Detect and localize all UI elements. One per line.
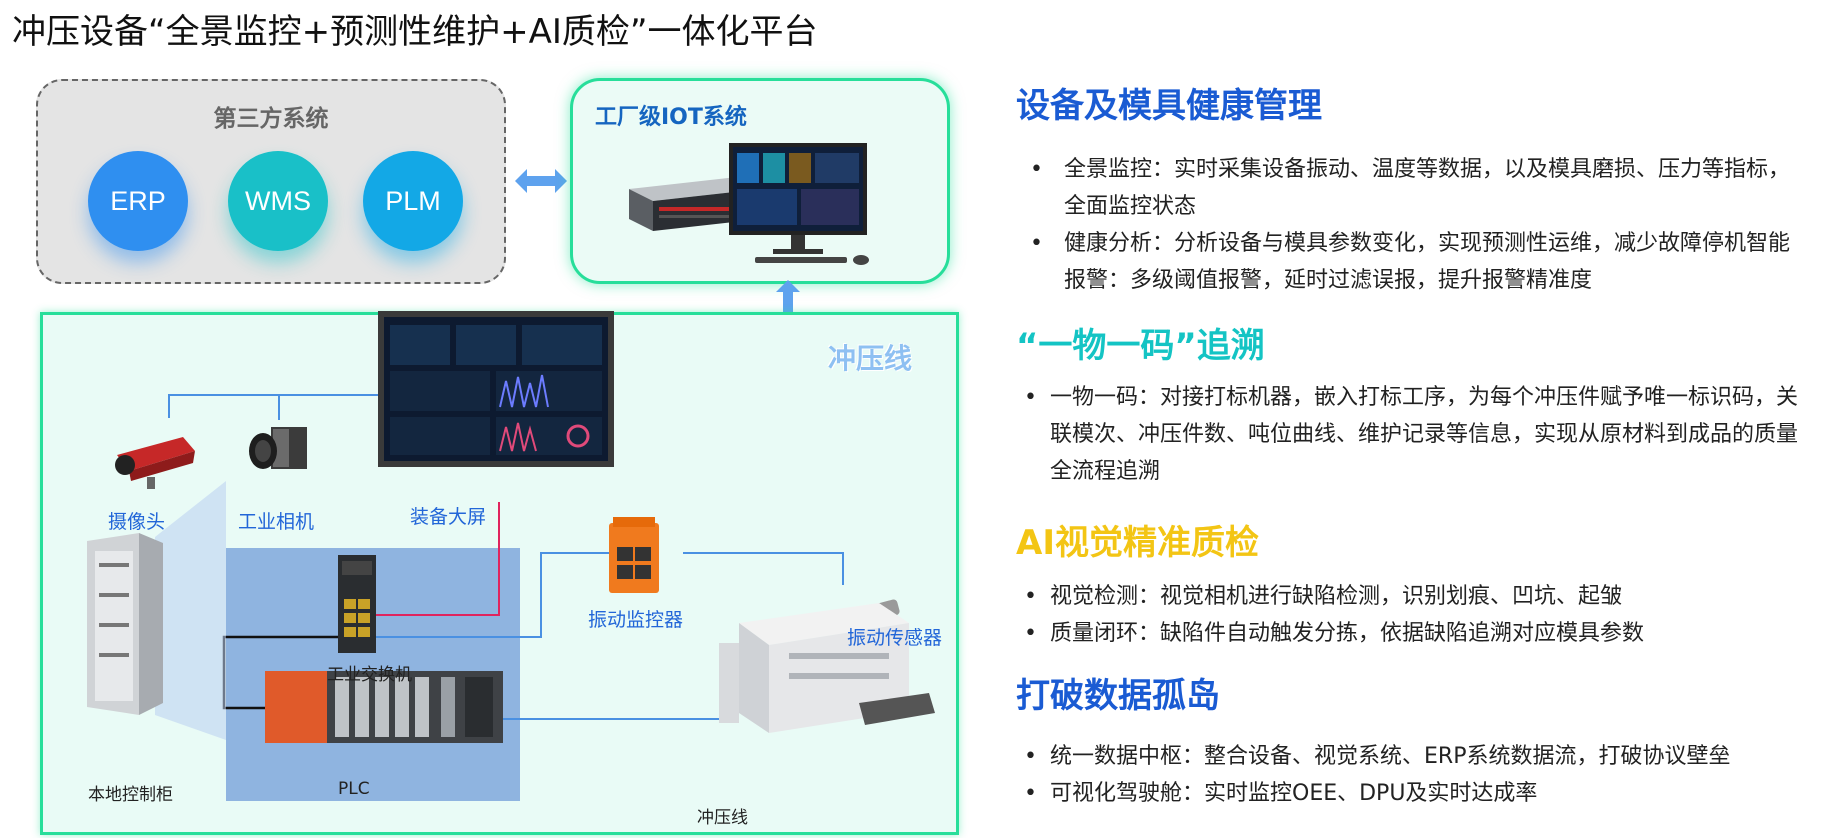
bullet-item: 视觉检测：视觉相机进行缺陷检测，识别划痕、凹坑、起皱 <box>1016 578 1806 615</box>
section-title-traceability: “一物一码”追溯 <box>1016 326 1265 366</box>
iot-title: 工厂级IOT系统 <box>595 105 747 130</box>
section-health-body: 全景监控：实时采集设备振动、温度等数据，以及模具磨损、压力等指标，全面监控状态 … <box>1016 151 1796 299</box>
stamping-line-box: 冲压线 <box>40 311 959 835</box>
bullet-item: 全景监控：实时采集设备振动、温度等数据，以及模具磨损、压力等指标，全面监控状态 <box>1016 151 1796 225</box>
third-party-systems-box: 第三方系统 ERP WMS PLM <box>36 79 506 284</box>
erp-circle: ERP <box>88 151 188 251</box>
bullet-item: 质量闭环：缺陷件自动触发分拣，依据缺陷追溯对应模具参数 <box>1016 615 1806 652</box>
vibration-sensor-label: 振动传感器 <box>847 627 943 649</box>
press-line-machine-icon <box>709 583 939 739</box>
section-title-health: 设备及模具健康管理 <box>1016 86 1322 126</box>
bullet-item: 统一数据中枢：整合设备、视觉系统、ERP系统数据流，打破协议壁垒 <box>1016 738 1806 775</box>
industrial-camera-icon <box>247 423 311 479</box>
page-title: 冲压设备“全景监控+预测性维护+AI质检”一体化平台 <box>12 12 818 52</box>
vibration-monitor-icon <box>603 517 665 595</box>
industrial-switch-icon <box>336 555 378 653</box>
cabinet-label: 本地控制柜 <box>88 785 173 805</box>
iot-system-box: 工厂级IOT系统 <box>570 78 950 284</box>
bullet-item: 健康分析：分析设备与模具参数变化，实现预测性运维，减少故障停机智能报警：多级阈值… <box>1016 225 1796 299</box>
stamping-line-title: 冲压线 <box>828 342 913 375</box>
server-monitor-icon <box>625 139 895 269</box>
vertical-bidirectional-arrow-icon <box>774 280 802 330</box>
press-line-label: 冲压线 <box>697 808 748 828</box>
section-title-ai-inspection: AI视觉精准质检 <box>1016 523 1259 563</box>
section-title-data-silos: 打破数据孤岛 <box>1016 676 1220 716</box>
camera-label: 摄像头 <box>108 511 166 533</box>
bidirectional-arrow-icon <box>515 167 567 195</box>
switch-label: 工业交换机 <box>327 665 412 685</box>
section-traceability-body: 一物一码：对接打标机器，嵌入打标工序，为每个冲压件赋予唯一标识码，关联模次、冲压… <box>1016 379 1816 490</box>
industrial-camera-label: 工业相机 <box>238 511 315 533</box>
camera-icon <box>113 433 199 493</box>
third-party-title: 第三方系统 <box>213 106 329 132</box>
connection-lines <box>155 394 844 740</box>
plc-label: PLC <box>338 779 370 799</box>
vibration-monitor-label: 振动监控器 <box>588 609 684 631</box>
big-screen-label: 装备大屏 <box>410 506 487 528</box>
plc-icon <box>265 667 503 747</box>
control-cabinet-icon <box>87 533 167 715</box>
section-data-silos-body: 统一数据中枢：整合设备、视觉系统、ERP系统数据流，打破协议壁垒 可视化驾驶舱：… <box>1016 738 1806 812</box>
big-screen-icon <box>378 311 614 467</box>
wms-circle: WMS <box>228 151 328 251</box>
bullet-item: 一物一码：对接打标机器，嵌入打标工序，为每个冲压件赋予唯一标识码，关联模次、冲压… <box>1016 379 1816 490</box>
bullet-item: 可视化驾驶舱：实时监控OEE、DPU及实时达成率 <box>1016 775 1806 812</box>
plm-circle: PLM <box>363 151 463 251</box>
section-ai-inspection-body: 视觉检测：视觉相机进行缺陷检测，识别划痕、凹坑、起皱 质量闭环：缺陷件自动触发分… <box>1016 578 1806 652</box>
